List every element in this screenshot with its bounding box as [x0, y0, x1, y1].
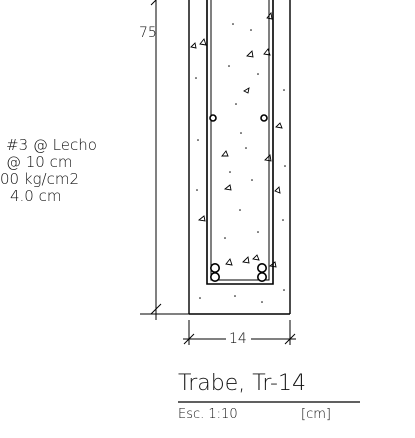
note-cover: 4.0 cm: [10, 187, 62, 205]
note-strength: 00 kg/cm2: [0, 170, 79, 188]
width-dimension-label: 14: [229, 331, 247, 347]
note-spacing: @ 10 cm: [6, 153, 73, 171]
height-dimension: [140, 0, 189, 320]
rebar-bars: [209, 114, 268, 282]
scale-label: Esc. 1:10: [178, 407, 238, 422]
aggregate-dots: [195, 23, 286, 303]
concrete-section: [188, 0, 291, 315]
width-dimension: [183, 320, 296, 345]
stirrup: [206, 0, 274, 285]
height-dimension-label: 75: [139, 25, 157, 41]
note-rebar: #3 @ Lecho: [6, 136, 97, 154]
unit-label: [cm]: [301, 407, 331, 422]
aggregate-hatch: [190, 11, 283, 268]
drawing-title: Trabe, Tr-14: [178, 371, 306, 396]
